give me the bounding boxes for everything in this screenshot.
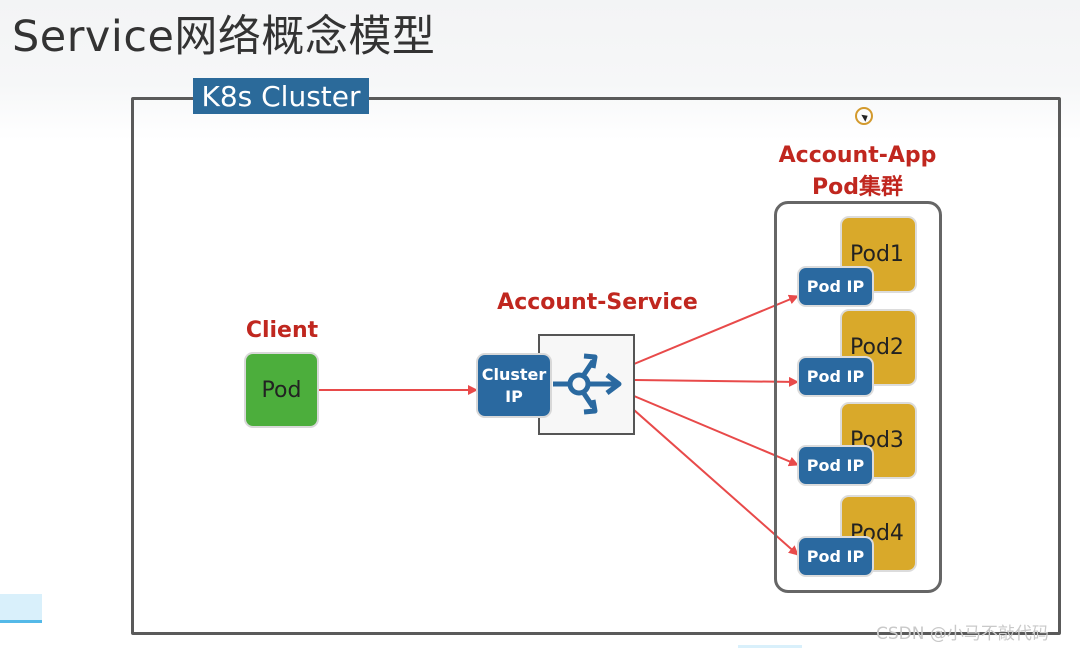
service-label: Account-Service [497,290,698,315]
pod-card-2: Pod2 [842,311,915,384]
pod-ip-badge-4: Pod IP [799,538,872,575]
pod-ip-label-3: Pod IP [806,456,865,475]
pod-ip-label-1: Pod IP [806,277,865,296]
mouse-cursor-icon [855,107,873,125]
client-pod: Pod [246,354,317,426]
bottom-tab [738,645,802,648]
pod-name-2: Pod2 [850,335,904,360]
pod-ip-label-4: Pod IP [806,547,865,566]
cluster-boundary [131,97,1061,635]
app-label-line2: Pod集群 [812,175,903,200]
load-balancer-icon [553,353,622,415]
pod-ip-label-2: Pod IP [806,367,865,386]
client-pod-label: Pod [261,377,302,403]
cluster-ip-line1: Cluster [481,364,547,384]
pod-cluster-group [774,201,942,593]
slide-title: Service网络概念模型 [12,12,436,62]
watermark: CSDN @小马不敲代码 [876,624,1049,644]
cluster-label: K8s Cluster [193,78,369,114]
arrow-service-to-pod1 [633,294,799,365]
app-label-line1: Account-App [778,143,937,168]
side-tab[interactable] [0,594,42,623]
arrow-service-to-pod3 [633,395,799,467]
arrow-service-to-pod4 [633,409,799,556]
client-label: Client [245,318,319,343]
cluster-ip-badge: Cluster IP [478,355,550,416]
pod-ip-badge-3: Pod IP [799,447,872,484]
arrow-service-to-pod2 [633,376,799,387]
pod-name-1: Pod1 [850,242,904,267]
app-label: Account-App Pod集群 [770,140,945,204]
cluster-ip-line2: IP [505,386,523,406]
pod-ip-badge-2: Pod IP [799,358,872,395]
title-background [0,0,1080,140]
pod-ip-badge-1: Pod IP [799,268,872,305]
